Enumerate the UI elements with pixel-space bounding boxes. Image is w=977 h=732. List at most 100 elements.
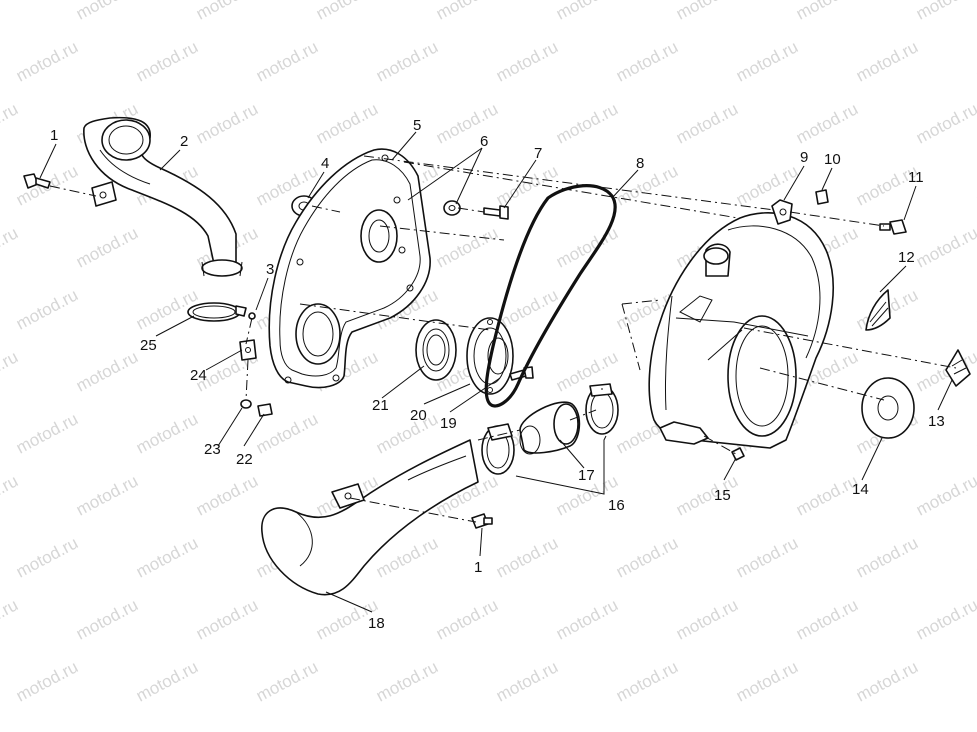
clamp-ring-part [187, 302, 247, 322]
watermark-text: motod.ru [373, 657, 441, 705]
bracket-24-part [239, 339, 257, 361]
seal-21-part [415, 319, 457, 381]
watermark-text: motod.ru [613, 657, 681, 705]
watermark-text: motod.ru [433, 595, 501, 643]
watermark-text: motod.ru [193, 0, 261, 24]
watermark-text: motod.ru [553, 0, 621, 24]
watermark-text: motod.ru [673, 471, 741, 519]
watermark-text: motod.ru [973, 37, 977, 85]
callout-11: 11 [908, 169, 924, 186]
watermark-text: motod.ru [613, 533, 681, 581]
watermark-text: motod.ru [193, 471, 261, 519]
screw-22-part [257, 403, 273, 417]
watermark-text: motod.ru [853, 533, 921, 581]
clamp-16-upper-part [585, 383, 619, 435]
watermark-text: motod.ru [553, 595, 621, 643]
watermark-text: motod.ru [253, 37, 321, 85]
callout-17: 17 [578, 467, 595, 484]
callout-9: 9 [800, 149, 808, 166]
watermark-text: motod.ru [73, 223, 141, 271]
watermark-text: motod.ru [433, 99, 501, 147]
callout-25: 25 [140, 337, 157, 354]
watermark-text: motod.ru [133, 37, 201, 85]
watermark-text: motod.ru [13, 37, 81, 85]
callout-5: 5 [413, 117, 421, 134]
washer-23-part [240, 399, 252, 409]
watermark-text: motod.ru [13, 409, 81, 457]
watermark-text: motod.ru [133, 533, 201, 581]
watermark-text: motod.ru [133, 657, 201, 705]
watermark-text: motod.ru [373, 409, 441, 457]
watermark-text: motod.ru [493, 161, 561, 209]
watermark-text: motod.ru [73, 347, 141, 395]
callout-2: 2 [180, 133, 188, 150]
watermark-text: motod.ru [133, 409, 201, 457]
watermark-text: motod.ru [973, 285, 977, 333]
watermark-text: motod.ru [733, 533, 801, 581]
bolt-1-lower [471, 513, 493, 529]
callout-1-lower: 1 [474, 559, 482, 576]
watermark-text: motod.ru [73, 471, 141, 519]
watermark-text: motod.ru [13, 533, 81, 581]
watermark-text: motod.ru [313, 99, 381, 147]
watermark-text: motod.ru [793, 0, 861, 24]
callout-20: 20 [410, 407, 427, 424]
watermark-text: motod.ru [313, 0, 381, 24]
label-13-part [945, 349, 971, 387]
watermark-text: motod.ru [553, 99, 621, 147]
watermark-text: motod.ru [853, 657, 921, 705]
watermark-text: motod.ru [673, 595, 741, 643]
watermark-text: motod.ru [913, 223, 977, 271]
watermark-text: motod.ru [0, 223, 21, 271]
watermark-text: motod.ru [73, 0, 141, 24]
watermark-text: motod.ru [493, 657, 561, 705]
watermark-text: motod.ru [0, 595, 21, 643]
tag-10-part [815, 189, 829, 205]
watermark-text: motod.ru [253, 657, 321, 705]
bolt-1-upper [23, 173, 51, 189]
outer-cover-part [648, 199, 835, 449]
callout-1-upper: 1 [50, 127, 58, 144]
watermark-text: motod.ru [433, 0, 501, 24]
watermark-text: motod.ru [373, 37, 441, 85]
screw-11-part [879, 219, 907, 235]
inner-cover-plate-part [268, 148, 431, 389]
decal-12-part [865, 289, 891, 331]
callout-4: 4 [321, 155, 329, 172]
watermark-text: motod.ru [193, 99, 261, 147]
watermark-text: motod.ru [673, 99, 741, 147]
watermark-text: motod.ru [253, 409, 321, 457]
callout-18: 18 [368, 615, 385, 632]
callout-14: 14 [852, 481, 869, 498]
watermark-text: motod.ru [913, 99, 977, 147]
gasket-disc-part [861, 377, 915, 439]
watermark-text: motod.ru [973, 533, 977, 581]
watermark-text: motod.ru [793, 471, 861, 519]
watermark-text: motod.ru [733, 37, 801, 85]
callout-23: 23 [204, 441, 221, 458]
callout-8: 8 [636, 155, 644, 172]
callout-3: 3 [266, 261, 274, 278]
callout-22: 22 [236, 451, 253, 468]
watermark-text: motod.ru [973, 161, 977, 209]
watermark-text: motod.ru [733, 657, 801, 705]
watermark-text: motod.ru [913, 0, 977, 24]
watermark-text: motod.ru [13, 285, 81, 333]
watermark-text: motod.ru [0, 0, 21, 24]
screw-15-part [731, 447, 745, 461]
watermark-text: motod.ru [913, 471, 977, 519]
watermark-text: motod.ru [433, 223, 501, 271]
callout-15: 15 [714, 487, 731, 504]
watermark-text: motod.ru [913, 595, 977, 643]
callout-12: 12 [898, 249, 915, 266]
intake-duct-part [83, 116, 243, 277]
watermark-text: motod.ru [973, 657, 977, 705]
watermark-text: motod.ru [73, 595, 141, 643]
sleeve-17-part [519, 401, 581, 455]
watermark-text: motod.ru [493, 37, 561, 85]
watermark-text: motod.ru [673, 0, 741, 24]
callout-7: 7 [534, 145, 542, 162]
watermark-text: motod.ru [853, 37, 921, 85]
watermark-text: motod.ru [613, 37, 681, 85]
